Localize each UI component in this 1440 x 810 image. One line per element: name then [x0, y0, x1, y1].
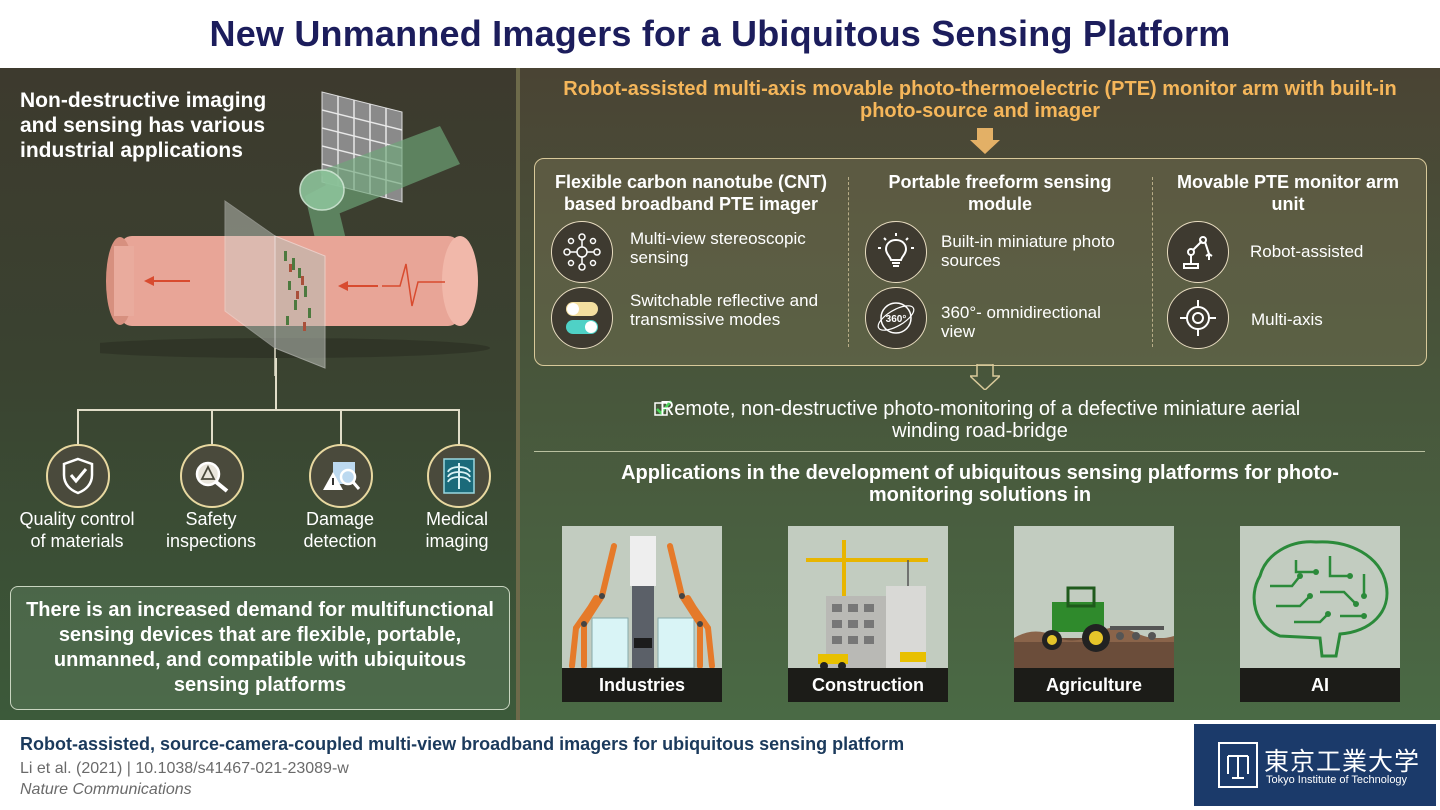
paper-title: Robot-assisted, source-camera-coupled mu…	[20, 734, 905, 754]
university-logo: 東京工業大学 Tokyo Institute of Technology	[1194, 724, 1436, 806]
remote-monitoring-text: Remote, non-destructive photo-monitoring…	[659, 398, 1301, 442]
applications-heading: Applications in the development of ubiqu…	[621, 462, 1339, 506]
citation: Li et al. (2021) | 10.1038/s41467-021-23…	[20, 760, 349, 777]
robot-title: Robot-assisted multi-axis movable photo-…	[563, 78, 1397, 122]
feature-text-360: 360°- omnidirectional view	[941, 303, 1101, 341]
arrow-down-icon-2	[970, 364, 1000, 390]
card-construction: Construction	[788, 526, 948, 702]
card-label-construction: Construction	[788, 668, 948, 702]
logo-japanese-name: 東京工業大学	[1264, 747, 1421, 776]
feature-box: Flexible carbon nanotube (CNT) based bro…	[534, 158, 1427, 366]
tree-stem	[275, 358, 277, 410]
robot-arm-icon	[1167, 221, 1229, 283]
column-heading-arm: Movable PTE monitor arm unit	[1176, 172, 1400, 214]
warning-magnifier-icon	[180, 444, 244, 508]
agriculture-illustration	[1014, 586, 1174, 668]
card-label-ai: AI	[1240, 668, 1400, 702]
column-separator-2	[1152, 177, 1153, 347]
feature-text-photo-sources: Built-in miniature photo sources	[941, 232, 1115, 270]
tree-branch-3	[340, 409, 342, 445]
logo-english-name: Tokyo Institute of Technology	[1266, 774, 1408, 786]
vertical-divider	[516, 68, 520, 720]
toggle-switch-icon	[551, 287, 613, 349]
journal-name: Nature Communications	[20, 781, 192, 798]
horizontal-divider	[534, 451, 1425, 452]
crosshair-icon	[1167, 287, 1229, 349]
demand-box: There is an increased demand for multifu…	[10, 586, 510, 710]
page-title: New Unmanned Imagers for a Ubiquitous Se…	[209, 13, 1231, 54]
title-bar: New Unmanned Imagers for a Ubiquitous Se…	[0, 0, 1440, 68]
tree-bar	[77, 409, 460, 411]
construction-illustration	[806, 540, 928, 670]
feature-text-multi-axis: Multi-axis	[1251, 310, 1323, 329]
tree-branch-1	[77, 409, 79, 445]
shield-check-icon	[46, 444, 110, 508]
feature-text-robot-assisted: Robot-assisted	[1250, 242, 1364, 261]
xray-chest-icon	[427, 444, 491, 508]
card-industries: Industries	[562, 526, 722, 702]
left-panel: Non-destructive imaging and sensing has …	[0, 68, 518, 720]
intro-text: Non-destructive imaging and sensing has …	[20, 89, 267, 162]
card-label-industries: Industries	[562, 668, 722, 702]
feature-text-switchable: Switchable reflective and transmissive m…	[630, 291, 819, 329]
industries-illustration	[569, 536, 715, 669]
column-separator-1	[848, 177, 849, 347]
card-agriculture: Agriculture	[1014, 526, 1174, 702]
tree-branch-4	[458, 409, 460, 445]
column-heading-cnt: Flexible carbon nanotube (CNT) based bro…	[554, 172, 827, 214]
demand-text: There is an increased demand for multifu…	[26, 599, 494, 696]
footer: Robot-assisted, source-camera-coupled mu…	[0, 720, 1440, 810]
360-view-icon: 360°	[865, 287, 927, 349]
main-panel: Non-destructive imaging and sensing has …	[0, 68, 1440, 720]
imaging-illustration	[100, 91, 490, 376]
tree-branch-2	[211, 409, 213, 445]
column-heading-module: Portable freeform sensing module	[888, 172, 1112, 214]
360-badge-text: 360°	[886, 314, 907, 325]
damage-search-icon	[309, 444, 373, 508]
right-panel: Robot-assisted multi-axis movable photo-…	[520, 68, 1440, 720]
checkbox-check-icon	[654, 400, 672, 416]
ai-brain-illustration	[1252, 540, 1389, 658]
feature-text-multi-view: Multi-view stereoscopic sensing	[630, 229, 806, 267]
light-bulb-icon	[865, 221, 927, 283]
card-ai: AI	[1240, 526, 1400, 702]
card-label-agriculture: Agriculture	[1014, 668, 1174, 702]
arrow-down-icon	[970, 128, 1000, 154]
university-mark-icon	[1218, 742, 1258, 788]
multi-view-network-icon	[551, 221, 613, 283]
